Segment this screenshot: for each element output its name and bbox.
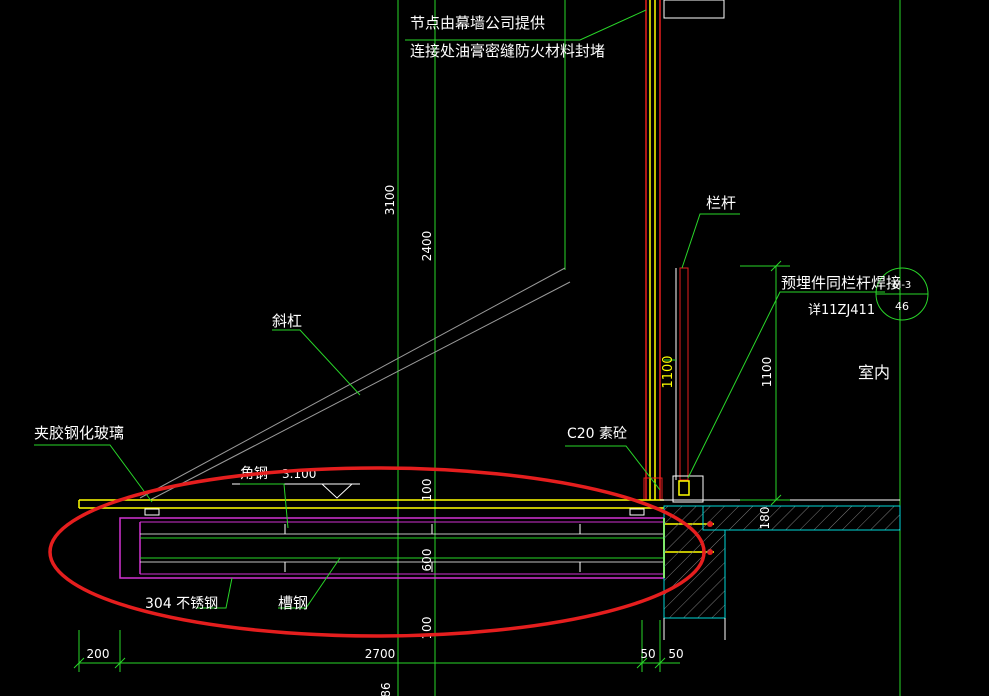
dim-2400: 2400 [420,231,434,262]
elevation-marker [232,483,360,499]
dim-tick [770,494,782,506]
dim-tick [636,657,648,669]
text-labels: 节点由幕墙公司提供 连接处油膏密缝防火材料封堵 栏杆 预埋件同栏杆焊接 详11Z… [34,14,901,612]
leader-concrete [565,445,661,491]
leader-railing [681,213,740,269]
detail-bubble: M-3 46 [875,267,929,321]
diagonal-bar-line [139,267,566,499]
stiffeners [284,524,581,572]
dim-50a: 50 [640,647,655,661]
leader-diagonal [272,329,361,396]
leader-stainless [196,577,233,609]
dim-tick [114,657,126,669]
bubble-bottom-text: 46 [895,300,909,313]
label-railing: 栏杆 [706,194,736,212]
note-line-2: 连接处油膏密缝防火材料封堵 [410,42,605,60]
label-detail-ref: 详11ZJ411 [808,303,875,318]
floor-slab [702,505,901,531]
railing-post [679,267,689,481]
top-slab [663,0,725,19]
dimension-lines [73,260,790,669]
dim-tick [770,260,782,272]
concrete-structure [660,499,901,640]
leader-embedded [687,291,885,479]
leader-lines [34,9,885,609]
leader-angle [240,483,289,529]
label-diagonal-bar: 斜杠 [272,312,302,330]
glass-plate [78,499,664,516]
label-stainless: 304 不锈钢 [145,596,218,612]
dim-180: 180 [758,507,772,530]
label-indoor: 室内 [858,363,890,382]
embedded-plate [678,480,690,496]
label-embedded-part: 预埋件同栏杆焊接 [781,274,901,292]
label-concrete: C20 素砼 [567,426,627,442]
vertical-gridlines [78,0,901,696]
label-channel-steel: 槽钢 [278,594,308,612]
elevation-triangle [320,483,354,499]
glass-support [144,508,160,516]
dim-2700: 2700 [365,647,396,661]
dim-1100-yellow: 1100 [661,355,676,388]
dim-100-top: 100 [420,479,434,502]
curtain-wall-frame [643,0,725,503]
dim-200: 200 [87,647,110,661]
diagonal-bar [139,267,571,501]
label-laminated-glass: 夹胶钢化玻璃 [34,424,124,442]
dimension-texts: 3100 2400 1100 1100 100 600 100 180 200 … [87,185,774,696]
glass-support [629,508,645,516]
bubble-top-text: M-3 [893,280,912,291]
highlight-ellipse [48,466,706,638]
dim-1100: 1100 [760,357,774,388]
dim-50b: 50 [668,647,683,661]
dim-tick [654,657,666,669]
leader-glass [34,444,153,503]
note-line-1: 节点由幕墙公司提供 [410,14,545,32]
dim-tick [73,657,85,669]
dim-600: 600 [420,549,434,572]
leader-note [405,9,647,41]
diagonal-bar-line [149,281,571,501]
dim-bottom-cut: 86 [379,682,393,696]
dim-3100: 3100 [383,185,397,216]
channel-outline [119,517,664,579]
railing-base [672,475,704,503]
leader-channel [278,557,341,609]
channel-steel-assembly [119,517,714,579]
